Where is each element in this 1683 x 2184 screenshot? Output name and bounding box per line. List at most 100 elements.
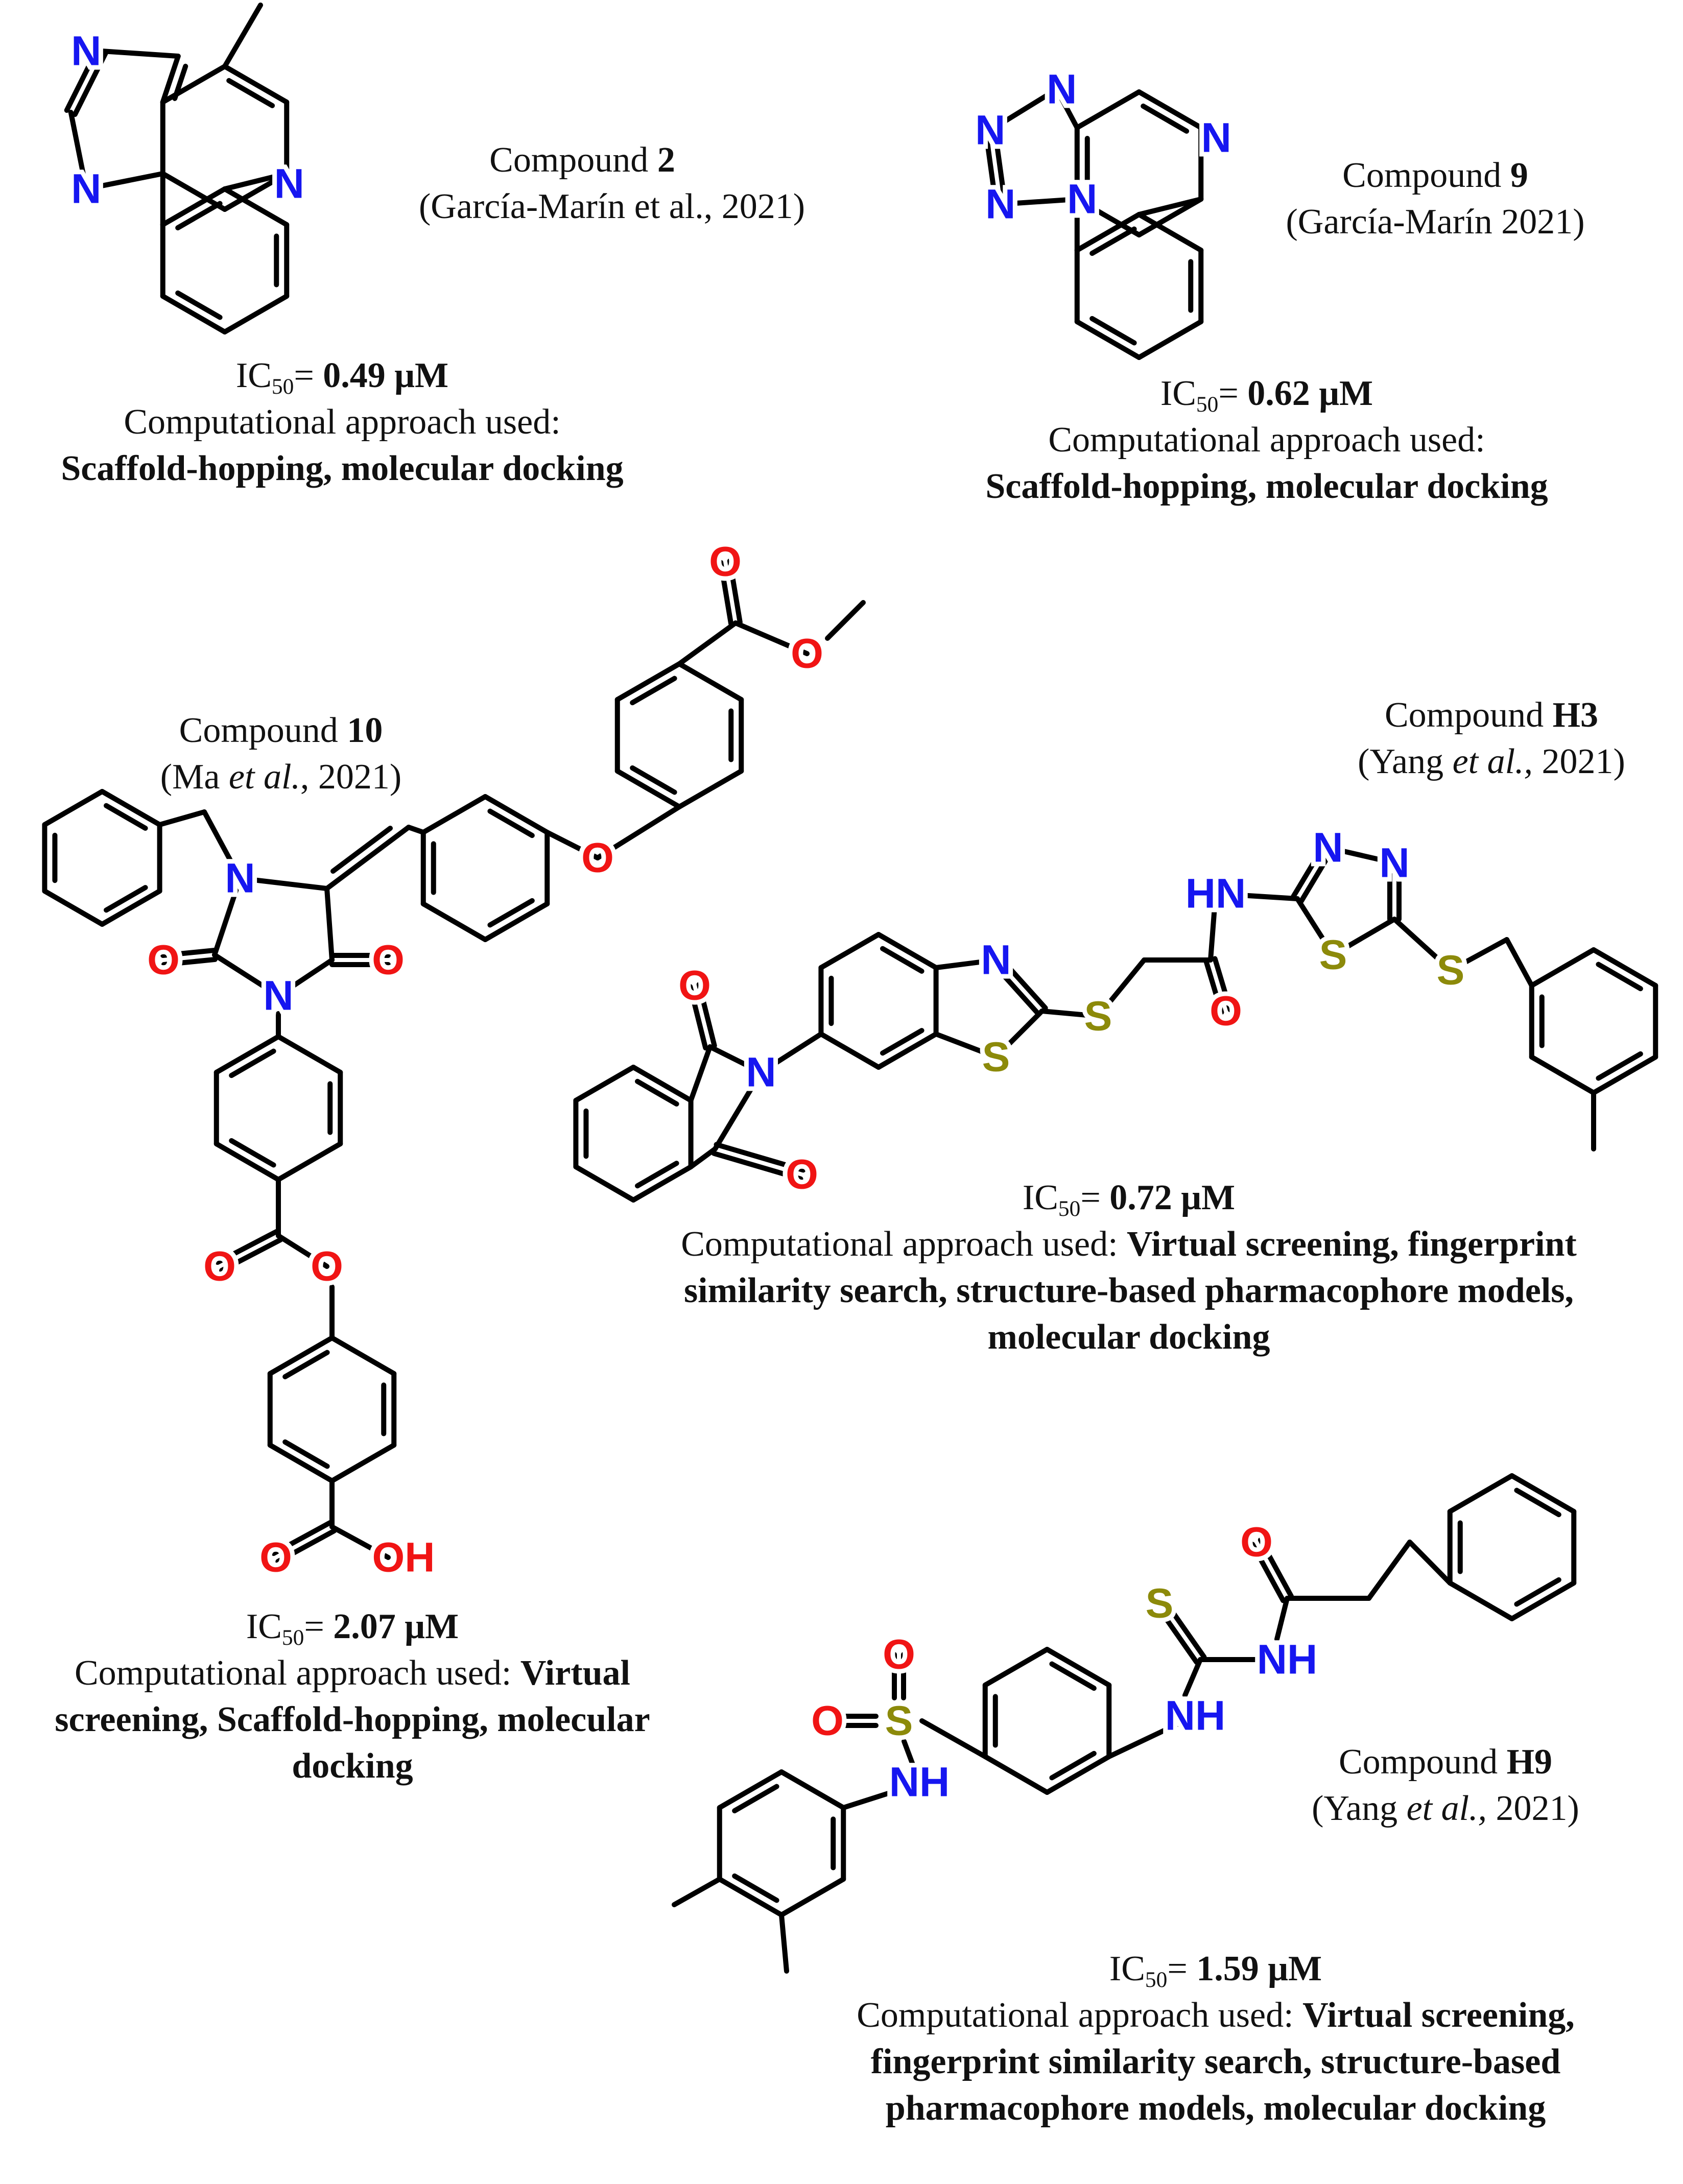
atom-o: O xyxy=(259,1534,292,1581)
atom-n: N xyxy=(1379,840,1409,886)
ring-bond xyxy=(982,1754,1050,1795)
double-bond xyxy=(330,826,393,874)
single-bond xyxy=(1504,937,1534,988)
atom-hn: HN xyxy=(1186,871,1246,917)
ring-bond xyxy=(1514,1487,1561,1518)
compound-2-activity: IC50= 0.49 μM Computational approach use… xyxy=(0,352,684,492)
ring-bond xyxy=(1529,947,1596,988)
ring-bond xyxy=(1074,212,1142,253)
ring-bond xyxy=(1509,1473,1577,1514)
ic50-sub: 50 xyxy=(1196,392,1219,417)
single-bond xyxy=(238,876,329,891)
atom-n: N xyxy=(985,181,1015,228)
single-bond xyxy=(677,620,738,666)
approach-methods: fingerprint similarity search, structure… xyxy=(870,2042,1561,2081)
double-bond xyxy=(1258,1537,1294,1599)
single-bond xyxy=(1136,197,1204,217)
ring-bond xyxy=(1136,212,1204,253)
ring-bond xyxy=(818,932,881,970)
single-bond xyxy=(713,1070,764,1151)
approach-label: Computational approach used: xyxy=(1048,420,1485,460)
approach-methods: Virtual screening, fingerprint xyxy=(1127,1225,1577,1264)
ring-bond xyxy=(1591,1054,1658,1095)
single-bond xyxy=(1208,891,1218,963)
ring-bond xyxy=(420,794,488,835)
ring-bond xyxy=(487,808,535,838)
ic50-value: 2.07 μM xyxy=(333,1607,459,1646)
atom-oh: OH xyxy=(372,1534,435,1581)
compound-name-prefix: Compound xyxy=(179,711,347,750)
atom-n: N xyxy=(263,973,293,1019)
atom-n: N xyxy=(71,166,101,212)
atom-o: O xyxy=(203,1243,236,1290)
single-bond xyxy=(324,886,335,963)
ring-bond xyxy=(573,1065,636,1103)
compound-id: 10 xyxy=(347,711,383,750)
single-bond xyxy=(933,1031,999,1060)
atom-o: O xyxy=(883,1631,915,1678)
ring-bond xyxy=(876,932,939,970)
ring-bond xyxy=(483,901,550,942)
compound-name-prefix: Compound xyxy=(489,140,657,180)
compound-H3-label: Compound H3 (Yang et al., 2021) xyxy=(1328,692,1655,785)
atom-s: S xyxy=(1146,1580,1174,1627)
ic50-sub: 50 xyxy=(1058,1196,1081,1221)
ring-bond xyxy=(42,789,105,827)
double-bond xyxy=(222,64,290,105)
single-bond xyxy=(902,1739,922,1785)
approach-methods: pharmacophore models, molecular docking xyxy=(885,2089,1546,2128)
single-bond xyxy=(406,825,426,835)
single-bond xyxy=(329,1524,391,1560)
ring-bond xyxy=(818,1031,881,1070)
compound-id: 2 xyxy=(657,140,675,180)
ring-bond xyxy=(1074,319,1142,360)
single-bond xyxy=(1074,89,1142,130)
ring-bond xyxy=(1045,1754,1112,1795)
ring-bond xyxy=(1529,1054,1596,1095)
approach-label: Computational approach used: xyxy=(74,1653,520,1693)
single-bond xyxy=(1274,1596,1290,1642)
atom-n: N xyxy=(746,1049,776,1096)
single-bond xyxy=(919,1718,988,1759)
ring-bond xyxy=(1591,947,1658,988)
approach-methods: Virtual xyxy=(520,1653,631,1693)
citation-author: (Ma xyxy=(160,757,229,797)
atom-o: O xyxy=(1240,1519,1273,1566)
atom-o: O xyxy=(147,937,180,983)
ring-bond xyxy=(1514,1577,1561,1607)
citation-year: , 2021) xyxy=(300,757,402,797)
double-bond xyxy=(1298,847,1335,904)
single-bond xyxy=(1213,891,1300,901)
ring-bond xyxy=(677,661,744,702)
single-bond xyxy=(1074,197,1142,237)
atom-n: N xyxy=(225,855,255,902)
ring-bond xyxy=(630,765,677,795)
single-bond xyxy=(733,620,810,656)
approach-methods: screening, Scaffold-hopping, molecular xyxy=(55,1700,650,1739)
ring-bond xyxy=(214,1034,281,1075)
ring-bond xyxy=(214,1141,281,1182)
single-bond xyxy=(1054,87,1080,130)
atom-o: O xyxy=(311,1243,343,1290)
ring-bond xyxy=(229,1048,276,1078)
atom-n: N xyxy=(1047,66,1077,113)
atom-o: O xyxy=(581,835,614,881)
ic50-sub: 50 xyxy=(281,1625,304,1650)
ic50-sub: 50 xyxy=(1145,1967,1168,1993)
single-bond xyxy=(83,171,165,191)
single-bond xyxy=(672,1877,722,1907)
atom-o: O xyxy=(709,539,742,585)
single-bond xyxy=(688,1146,718,1169)
single-bond xyxy=(222,3,263,69)
ring-bond xyxy=(880,1028,925,1056)
ring-bond xyxy=(779,1877,846,1917)
approach-methods: Scaffold-hopping, molecular docking xyxy=(985,467,1548,506)
approach-label: Computational approach used: xyxy=(124,402,561,442)
atom-s: S xyxy=(982,1034,1010,1081)
ring-bond xyxy=(779,1769,846,1810)
double-bond xyxy=(72,51,108,117)
double-bond xyxy=(271,1520,333,1556)
compound-id: 9 xyxy=(1510,156,1528,195)
double-bond xyxy=(64,46,100,113)
ring-bond xyxy=(1049,1750,1097,1781)
